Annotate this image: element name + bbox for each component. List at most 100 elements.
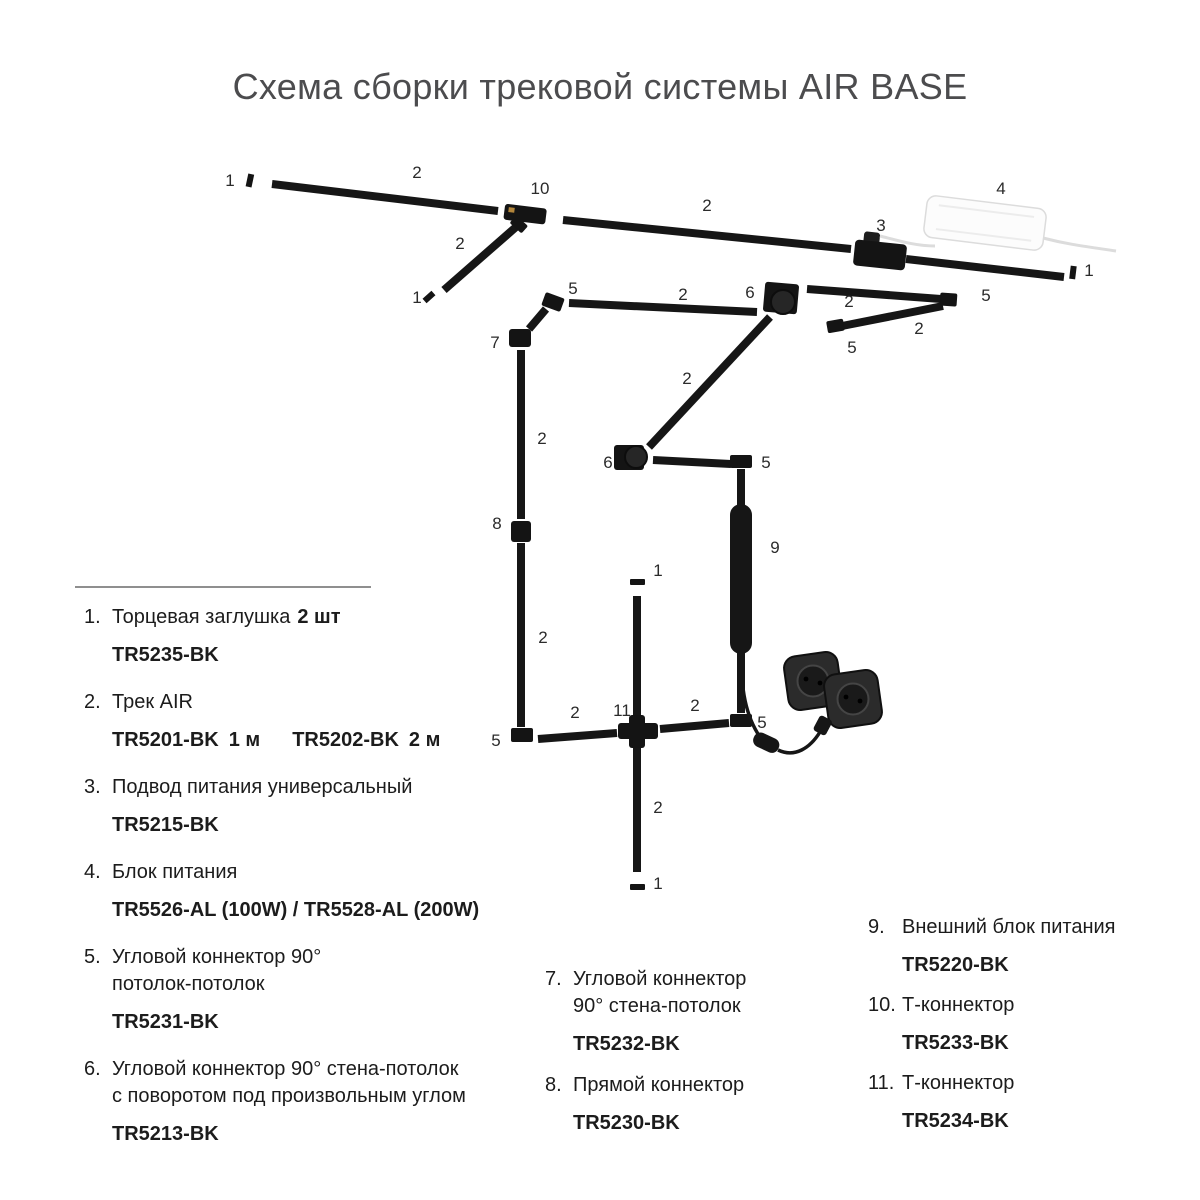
item-name: Угловой коннектор 90° стена-потолок bbox=[112, 1058, 459, 1080]
callout-labels: 1 2 10 2 3 4 1 2 1 5 2 6 2 5 2 5 7 2 8 2… bbox=[225, 163, 1093, 893]
callout-track-2: 2 bbox=[844, 292, 853, 311]
part-code: TR5213-BK bbox=[112, 1123, 219, 1145]
part-code-line: TR5233-BK bbox=[868, 1030, 1153, 1057]
track-bottom-left bbox=[537, 729, 618, 743]
part-code-line: TR5220-BK bbox=[868, 952, 1153, 979]
power-plug bbox=[813, 715, 832, 736]
plug-cord bbox=[777, 731, 822, 755]
part-size: 1 м bbox=[228, 729, 261, 751]
item-name-line-2: потолок-потолок bbox=[112, 973, 265, 995]
legend-item-9: 9.Внешний блок питания TR5220-BK bbox=[868, 914, 1153, 979]
corner-connector-5 bbox=[826, 318, 845, 333]
callout-feed-3: 3 bbox=[876, 216, 885, 235]
callout-endcap-1: 1 bbox=[412, 288, 421, 307]
socket-hole bbox=[817, 680, 823, 686]
outlet-socket bbox=[836, 682, 870, 716]
t-connector-branch bbox=[510, 216, 528, 233]
part-code: TR5231-BK bbox=[112, 1011, 219, 1033]
part-code-line: TR5526-AL (100W) / TR5528-AL (200W) bbox=[84, 897, 539, 924]
callout-connector-10: 10 bbox=[531, 179, 550, 198]
callout-corner-5: 5 bbox=[491, 731, 500, 750]
legend-item-11: 11.Т-коннектор TR5234-BK bbox=[868, 1070, 1153, 1135]
corner-connector-5 bbox=[511, 728, 533, 742]
part-code-line: TR5213-BK bbox=[84, 1121, 539, 1148]
item-name-line: 5.Угловой коннектор 90° bbox=[84, 944, 539, 971]
track-diagonal bbox=[646, 314, 773, 450]
psu-detail-line bbox=[938, 204, 1035, 218]
track-top-right bbox=[905, 255, 1065, 281]
item-name: Т-коннектор bbox=[902, 994, 1015, 1016]
inline-switch bbox=[753, 732, 780, 753]
callout-corner-5: 5 bbox=[761, 453, 770, 472]
legend-item-5: 5.Угловой коннектор 90° потолок-потолок … bbox=[84, 944, 539, 1036]
part-code: TR5220-BK bbox=[902, 954, 1009, 976]
callout-corner-5: 5 bbox=[568, 279, 577, 298]
item-name-line: 6.Угловой коннектор 90° стена-потолок bbox=[84, 1056, 539, 1083]
part-code-line: TR5215-BK bbox=[84, 812, 539, 839]
straight-connector-8 bbox=[511, 521, 531, 542]
legend-item-4: 4.Блок питания TR5526-AL (100W) / TR5528… bbox=[84, 859, 539, 924]
item-name: Прямой коннектор bbox=[573, 1074, 745, 1096]
item-number: 11. bbox=[868, 1072, 895, 1094]
corner-connector-5 bbox=[541, 292, 565, 312]
item-name: Угловой коннектор 90° bbox=[112, 946, 322, 968]
item-name-line-2: с поворотом под произвольным углом bbox=[112, 1085, 466, 1107]
item-name-line: 4.Блок питания bbox=[84, 859, 539, 886]
connector-6-disc bbox=[624, 445, 648, 469]
callout-corner-5: 5 bbox=[981, 286, 990, 305]
track-top-middle bbox=[562, 216, 852, 253]
end-cap bbox=[630, 884, 645, 890]
item-number: 9. bbox=[868, 916, 885, 938]
end-cap bbox=[245, 173, 255, 188]
item-name: Угловой коннектор bbox=[573, 968, 747, 990]
item-name-line: 3. Подвод питания универсальный bbox=[84, 774, 539, 801]
psu-feed-cable bbox=[879, 234, 936, 248]
socket-hole bbox=[803, 676, 809, 682]
legend-column-middle: 7.Угловой коннектор 90° стена-потолок TR… bbox=[545, 966, 785, 1151]
callout-track-2: 2 bbox=[537, 429, 546, 448]
callout-psu-4: 4 bbox=[996, 179, 1005, 198]
callout-corner-5: 5 bbox=[757, 713, 766, 732]
track-right-lower bbox=[841, 302, 944, 330]
item-qty: 2 шт bbox=[297, 606, 341, 628]
item-number: 3. bbox=[84, 776, 101, 798]
item-name-line: 9.Внешний блок питания bbox=[868, 914, 1153, 941]
item-number: 4. bbox=[84, 861, 101, 883]
part-code: TR5230-BK bbox=[573, 1112, 680, 1134]
callout-connector-6: 6 bbox=[745, 283, 754, 302]
item-number: 7. bbox=[545, 968, 562, 990]
rotating-connector-6-bottom bbox=[614, 445, 648, 470]
track-branch bbox=[441, 223, 519, 294]
track-bottom-right bbox=[659, 719, 730, 733]
legend-item-8: 8.Прямой коннектор TR5230-BK bbox=[545, 1072, 785, 1137]
rotating-connector-6-top bbox=[763, 281, 799, 315]
part-code-line: TR5230-BK bbox=[545, 1110, 785, 1137]
t-connector-body bbox=[503, 203, 547, 225]
part-code: TR5234-BK bbox=[902, 1110, 1009, 1132]
callout-endcap-1: 1 bbox=[225, 171, 234, 190]
callout-track-2: 2 bbox=[538, 628, 547, 647]
legend-item-3: 3. Подвод питания универсальный TR5215-BK bbox=[84, 774, 539, 839]
item-number: 2. bbox=[84, 691, 101, 713]
corner-connector-5 bbox=[939, 292, 958, 307]
item-name: Трек AIR bbox=[112, 691, 193, 713]
part-code: TR5201-BK bbox=[112, 729, 219, 751]
callout-endcap-1: 1 bbox=[653, 874, 662, 893]
part-code-line: TR5232-BK bbox=[545, 1031, 785, 1058]
callout-track-2: 2 bbox=[914, 319, 923, 338]
part-code: TR5235-BK bbox=[112, 644, 219, 666]
part-code: TR5233-BK bbox=[902, 1032, 1009, 1054]
corner-connector-5 bbox=[730, 455, 752, 468]
item-name: Подвод питания универсальный bbox=[112, 776, 413, 798]
callout-track-2: 2 bbox=[690, 696, 699, 715]
t-connector-10 bbox=[503, 203, 547, 233]
psu-box bbox=[923, 195, 1047, 251]
page-title: Схема сборки трековой системы AIR BASE bbox=[232, 66, 968, 107]
callout-track-2: 2 bbox=[682, 369, 691, 388]
legend-divider bbox=[75, 586, 371, 588]
